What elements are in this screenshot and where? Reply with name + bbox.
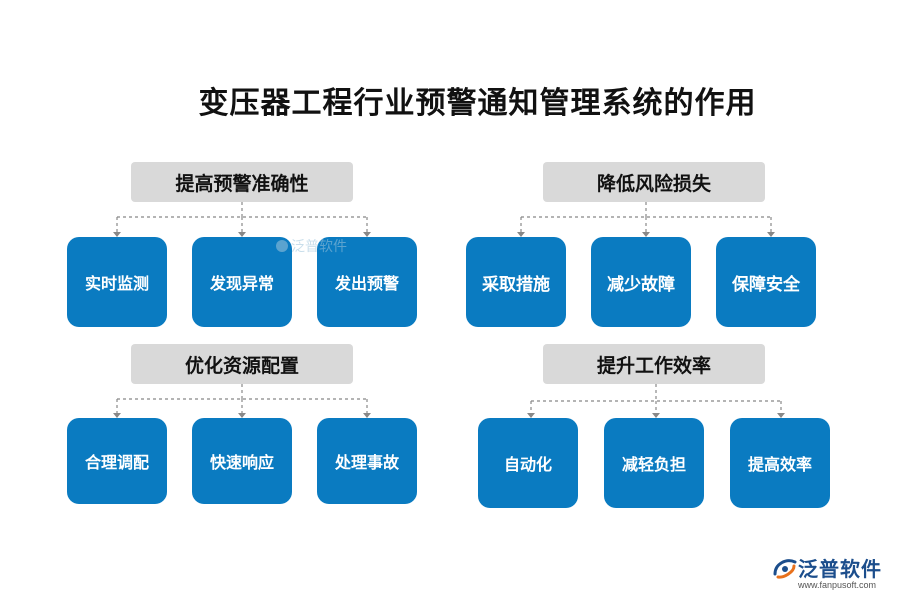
item-quick-response: 快速响应 [192,418,292,504]
category-improve-accuracy: 提高预警准确性 [131,162,353,202]
category-improve-efficiency: 提升工作效率 [543,344,765,384]
item-take-measures: 采取措施 [466,237,566,327]
brand-logo: 泛普软件 www.fanpusoft.com [768,552,893,594]
item-automation: 自动化 [478,418,578,508]
item-handle-accidents: 处理事故 [317,418,417,504]
watermark-text: 泛普软件 [291,239,347,255]
category-reduce-risk: 降低风险损失 [543,162,765,202]
watermark: 泛普软件 [276,236,347,256]
item-reduce-faults: 减少故障 [591,237,691,327]
category-optimize-resources: 优化资源配置 [131,344,353,384]
item-ensure-safety: 保障安全 [716,237,816,327]
diagram-title: 变压器工程行业预警通知管理系统的作用 [198,86,757,121]
item-reasonable-allocation: 合理调配 [67,418,167,504]
brand-url: www.fanpusoft.com [798,580,877,590]
brand-name: 泛普软件 [798,557,882,581]
brand-swirl-icon [773,559,797,579]
item-realtime-monitoring: 实时监测 [67,237,167,327]
watermark-logo-icon [276,240,288,252]
item-increase-efficiency: 提高效率 [730,418,830,508]
item-issue-warning: 发出预警 [317,237,417,327]
item-detect-anomaly: 发现异常 [192,237,292,327]
item-reduce-burden: 减轻负担 [604,418,704,508]
